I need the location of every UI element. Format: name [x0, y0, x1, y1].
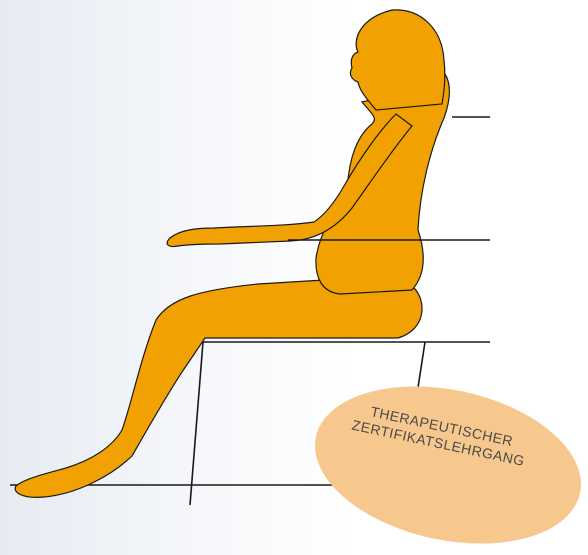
figure-head: [350, 10, 444, 110]
stool-front-leg: [190, 342, 203, 505]
